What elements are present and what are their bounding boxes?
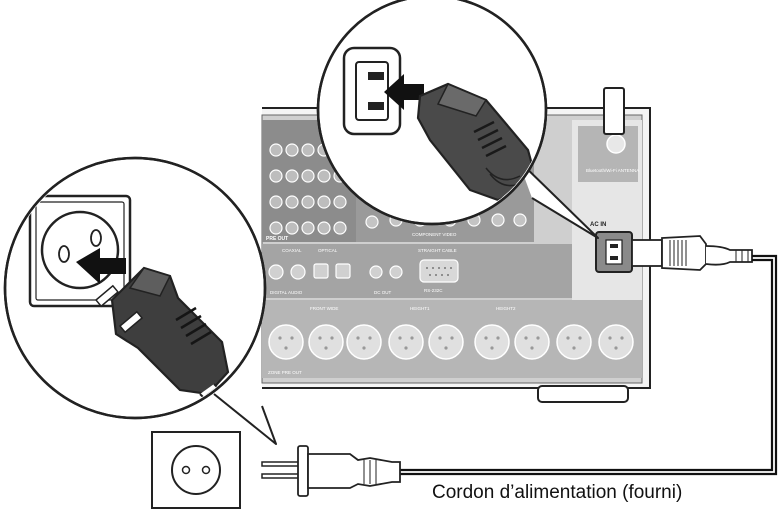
wall-plug-side-view (261, 445, 401, 497)
wall-outlet-socket (40, 210, 120, 290)
insert-arrow-inlet (384, 74, 424, 110)
cord-plug-appliance-end (631, 235, 753, 271)
antenna-connector (606, 134, 626, 154)
wall-outlet-small (151, 431, 241, 509)
receiver-rear-panel: PRE OUT COMPONENT VIDEO VIDEO OUT COAXIA… (261, 87, 753, 403)
straight-cable-label: STRAIGHT CABLE (418, 248, 457, 253)
front-wide-label: FRONT WIDE (310, 306, 338, 311)
power-cord-caption: Cordon d’alimentation (fourni) (432, 482, 683, 503)
xlr-jacks (268, 324, 634, 360)
magnifier-wall-outlet (3, 156, 267, 420)
insert-arrow-outlet (76, 248, 126, 284)
digital-audio-label: DIGITAL AUDIO (270, 290, 303, 295)
pre-out-label: PRE OUT (266, 236, 288, 242)
coaxial-label: COAXIAL (282, 248, 302, 253)
magnifier-ac-inlet (316, 0, 548, 226)
digital-audio-jacks (268, 263, 403, 280)
dc-out-label: DC OUT (374, 290, 391, 295)
zone-pre-out-label: ZONE PRE OUT (268, 370, 302, 375)
antenna-label: Bluetooth/Wi-Fi ANTENNA (586, 168, 639, 173)
receiver-foot (537, 385, 629, 403)
rs232c-label: RS-232C (424, 288, 443, 293)
height1-label: HEIGHT1 (410, 306, 430, 311)
power-cord-wire (400, 254, 778, 476)
ac-in-label: AC IN (590, 222, 606, 228)
rs232c-port (419, 259, 459, 283)
optical-label: OPTICAL (318, 248, 338, 253)
height2-label: HEIGHT2 (496, 306, 516, 311)
antenna-rod (603, 87, 625, 135)
component-video-label: COMPONENT VIDEO (412, 232, 457, 237)
